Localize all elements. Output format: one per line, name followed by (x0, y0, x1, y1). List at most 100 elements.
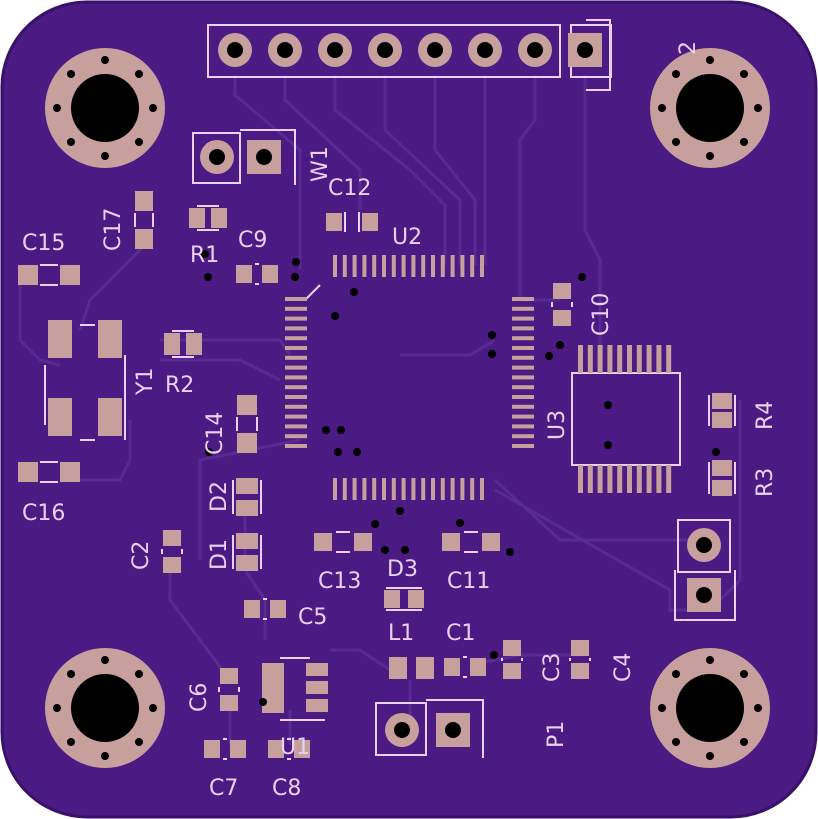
component-c7 (204, 738, 246, 760)
component-l1 (389, 657, 434, 679)
u3-pad (636, 465, 642, 493)
connector-right-2pin (674, 519, 736, 621)
u2-pad (512, 404, 534, 409)
u3-pad (666, 465, 672, 493)
u2-pad (411, 255, 416, 277)
u3-pad (597, 465, 603, 493)
u2-pad (470, 478, 475, 500)
label-d2: D2 (207, 481, 232, 512)
u3-pad (617, 345, 623, 373)
u3-pad (578, 345, 583, 373)
component-c3 (501, 640, 523, 679)
label-c15: C15 (22, 231, 65, 256)
component-d3 (384, 587, 424, 611)
label-c4: C4 (611, 653, 636, 682)
label-c17: C17 (101, 208, 126, 251)
u2-pad (342, 478, 347, 500)
u2-pad (285, 375, 307, 380)
u2-pad (285, 355, 307, 360)
passive-components (18, 191, 736, 760)
u2-pad (285, 316, 307, 321)
u2-pad (512, 355, 534, 360)
label-c11: C11 (447, 569, 490, 594)
component-c15 (18, 264, 80, 286)
u2-pad (352, 478, 357, 500)
silkscreen-labels: W1 C12 U2 C15 C17 R1 C9 Y1 R2 C10 U3 R4 … (22, 41, 778, 801)
component-c17 (134, 191, 154, 249)
regulator-u1 (262, 657, 328, 721)
u2-pad (512, 434, 534, 439)
component-r3 (708, 460, 736, 496)
label-c7: C7 (209, 776, 238, 801)
u2-pad (382, 255, 386, 277)
label-p1: P1 (544, 721, 569, 748)
component-c11 (442, 531, 500, 553)
u2-pad (285, 306, 307, 311)
label-u2: U2 (392, 225, 422, 250)
u3-pad (646, 465, 652, 493)
label-y1: Y1 (133, 368, 158, 396)
label-u1: U1 (280, 735, 310, 760)
u2-pad (421, 478, 426, 500)
component-c13 (314, 531, 372, 553)
u2-pad (372, 255, 377, 277)
component-c4 (569, 640, 591, 679)
u2-pad (480, 478, 484, 500)
u2-pad (431, 478, 435, 500)
component-c10 (551, 283, 573, 326)
u2-pad (285, 395, 307, 399)
u2-pad (440, 255, 445, 277)
label-c1: C1 (446, 621, 475, 646)
u2-pad (285, 365, 307, 370)
label-d1: D1 (207, 539, 232, 570)
u2-pad (440, 478, 445, 500)
component-d1 (232, 533, 262, 571)
u2-pad (285, 444, 307, 448)
label-c2: C2 (129, 541, 154, 570)
u2-pad (460, 255, 465, 277)
u2-pad (382, 478, 386, 500)
u2-pad (285, 385, 307, 390)
u2-pad (512, 395, 534, 399)
u2-pad (401, 478, 406, 500)
label-w1: W1 (308, 146, 333, 182)
label-l1: L1 (388, 621, 414, 646)
mounting-holes (45, 48, 770, 768)
u2-pad (512, 326, 534, 331)
u3-pad (646, 345, 652, 373)
u3-pad (607, 465, 613, 493)
label-c5: C5 (298, 605, 327, 630)
u3-pad (578, 465, 583, 493)
u2-pad (512, 414, 534, 419)
label-d3: D3 (387, 557, 418, 582)
component-c1 (444, 656, 486, 678)
u2-pad (342, 255, 347, 277)
u3-pad (627, 345, 632, 373)
label-c16: C16 (22, 501, 65, 526)
label-r4: R4 (753, 401, 778, 430)
label-c3: C3 (540, 653, 565, 682)
u3-pad (597, 345, 603, 373)
u3-pad (627, 465, 632, 493)
component-c8 (268, 738, 310, 760)
component-r1 (189, 205, 227, 231)
u2-pad (285, 414, 307, 419)
mounting-hole-bottom-left (45, 648, 165, 768)
component-d2 (232, 478, 262, 516)
u2-pad (352, 255, 357, 277)
u2-pad (450, 255, 455, 277)
u2-pad (333, 478, 337, 500)
u2-pad (333, 255, 337, 277)
label-r1: R1 (190, 243, 219, 268)
u2-pad (285, 404, 307, 409)
component-r2 (164, 330, 202, 358)
label-c9: C9 (238, 228, 267, 253)
label-c14: C14 (203, 412, 228, 455)
crystal-y1 (44, 320, 126, 441)
u2-pad (372, 478, 377, 500)
u2-pad (460, 478, 465, 500)
u3-pad (587, 465, 593, 493)
u2-pad (285, 297, 307, 301)
mounting-hole-top-right (650, 48, 770, 168)
